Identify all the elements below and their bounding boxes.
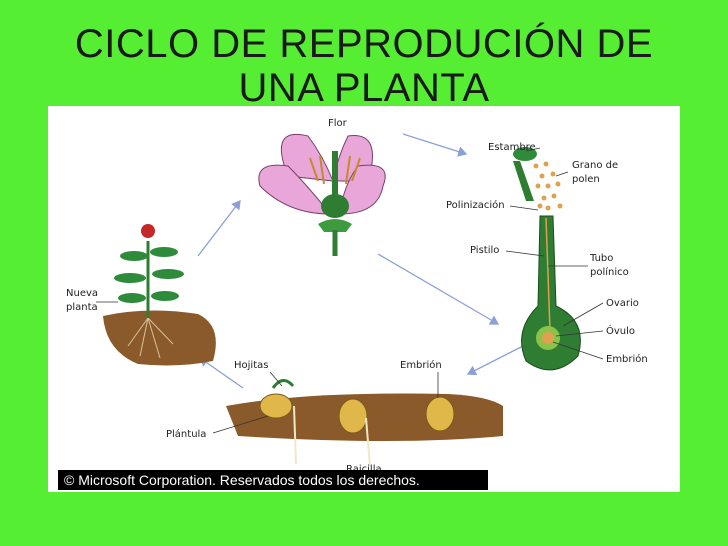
pistil-illustration [513, 147, 581, 371]
title-line-2: UNA PLANTA [238, 66, 490, 110]
title-line-1: CICLO DE REPRODUCIÓN DE [74, 22, 654, 66]
germination-illustration [226, 379, 503, 467]
label-polen: polen [572, 174, 600, 185]
label-planta: planta [66, 302, 98, 313]
label-ovario: Ovario [606, 298, 639, 309]
arrow-plant-to-flower [197, 199, 241, 257]
flower-illustration [258, 134, 386, 256]
label-grano-de: Grano de [572, 160, 618, 171]
label-flor: Flor [328, 118, 348, 129]
diagram-panel: Flor Estambre Grano de polen Polinizació… [48, 106, 680, 492]
label-tubo: Tubo [589, 253, 613, 264]
label-pistilo: Pistilo [470, 245, 499, 256]
label-embrion-bottom: Embrión [400, 359, 442, 371]
label-ovulo: Óvulo [606, 324, 635, 337]
arrow-seedling-to-plant [198, 357, 244, 389]
label-nueva: Nueva [66, 288, 98, 299]
label-hojitas: Hojitas [234, 360, 268, 371]
plant-cycle-diagram: Flor Estambre Grano de polen Polinizació… [66, 118, 648, 475]
label-polinizacion: Polinización [446, 199, 505, 211]
label-polinico: polínico [590, 266, 629, 278]
copyright-bar: © Microsoft Corporation. Reservados todo… [58, 470, 488, 490]
arrow-pistil-to-embryo [466, 345, 524, 376]
new-plant-illustration [103, 224, 216, 366]
label-raicilla: Raicilla [346, 464, 382, 475]
label-estambre: Estambre [488, 142, 536, 153]
slide-title: CICLO DE REPRODUCIÓN DE UNA PLANTA [0, 22, 728, 110]
arrow-flower-to-pistil [377, 253, 500, 325]
arrow-flower-to-stamen [402, 133, 468, 157]
label-embrion-right: Embrión [606, 353, 648, 365]
label-plantula: Plántula [166, 428, 206, 440]
